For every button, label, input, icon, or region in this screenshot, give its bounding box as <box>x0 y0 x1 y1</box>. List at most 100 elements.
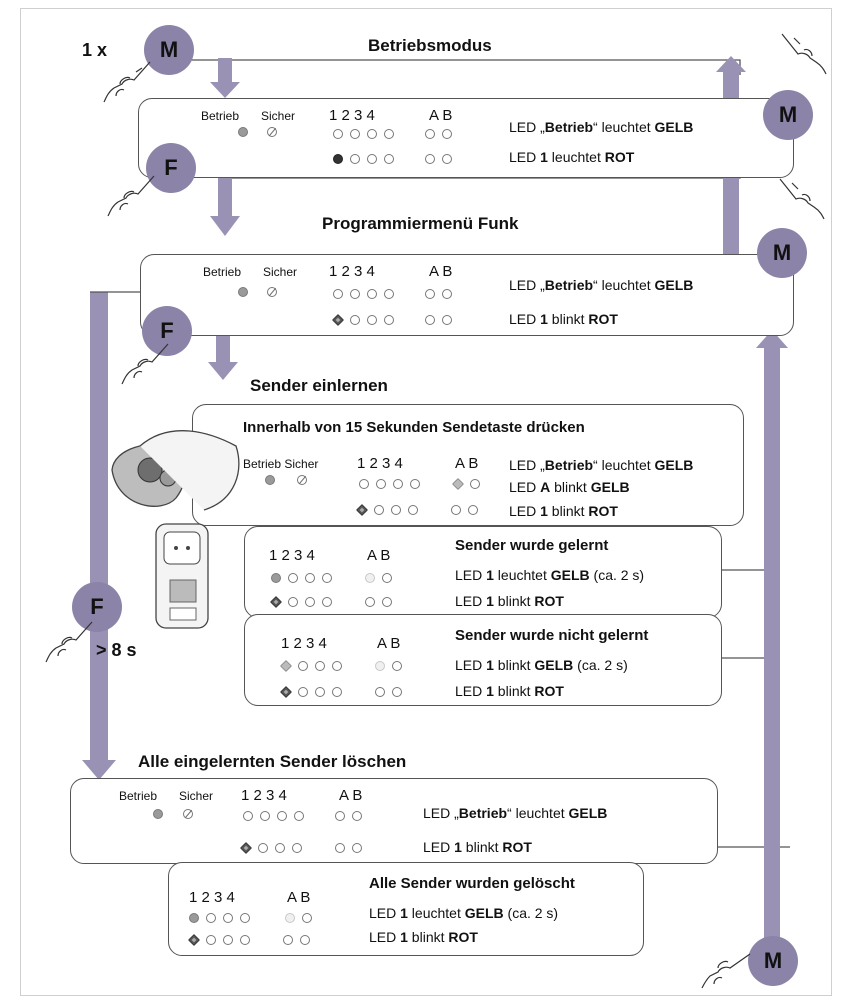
m-button-bottom[interactable]: M <box>748 936 798 986</box>
pointing-hand-icon <box>107 175 155 217</box>
f-button-2[interactable]: F <box>142 306 192 356</box>
led-betrieb <box>238 287 248 297</box>
m-button-right-1[interactable]: M <box>763 90 813 140</box>
led <box>305 573 315 583</box>
led <box>298 687 308 697</box>
led <box>275 843 285 853</box>
led <box>442 289 452 299</box>
led-ab: A B <box>429 263 453 280</box>
led <box>333 129 343 139</box>
label-betrieb: Betrieb <box>119 789 158 803</box>
desc-led1-leuchtet-rot: LED 1 leuchtet ROT <box>509 149 635 165</box>
led <box>384 289 394 299</box>
title-alle-loeschen: Alle eingelernten Sender löschen <box>138 752 407 771</box>
prefix-1x: 1 x <box>82 40 108 60</box>
led <box>332 687 342 697</box>
title-gelernt: Sender wurde gelernt <box>455 537 609 554</box>
label-betrieb: Betrieb <box>203 265 242 279</box>
f-button-1[interactable]: F <box>146 143 196 193</box>
title-sender-einlernen: Sender einlernen <box>250 376 388 395</box>
led <box>382 573 392 583</box>
pointing-hand-icon <box>121 343 169 385</box>
led <box>384 315 394 325</box>
label-sicher: Sicher <box>261 109 296 123</box>
led <box>288 573 298 583</box>
led <box>300 935 310 945</box>
label-sicher: Sicher <box>263 265 298 279</box>
led-blink <box>279 685 293 699</box>
box-programmiermenu: Betrieb Sicher 1 2 3 4 A B LED „Betrieb“… <box>140 254 794 336</box>
box-sender-nicht-gelernt: 1 2 3 4 A B Sender wurde nicht gelernt L… <box>244 614 722 706</box>
led <box>367 154 377 164</box>
m-button-top[interactable]: M <box>144 25 194 75</box>
led <box>260 811 270 821</box>
led <box>374 505 384 515</box>
led <box>365 597 375 607</box>
desc-betrieb-gelb: LED „Betrieb“ leuchtet GELB <box>509 457 694 473</box>
led <box>392 661 402 671</box>
led <box>335 843 345 853</box>
m-button-right-2[interactable]: M <box>757 228 807 278</box>
led <box>333 289 343 299</box>
led <box>408 505 418 515</box>
led-betrieb <box>153 809 163 819</box>
f-button-hold[interactable]: F <box>72 582 122 632</box>
led-digits: 1 2 3 4 <box>329 263 375 280</box>
led <box>302 913 312 923</box>
led <box>258 843 268 853</box>
led <box>322 573 332 583</box>
pointing-hand-icon <box>45 621 93 663</box>
led-ab: A B <box>287 889 311 906</box>
led-ab: A B <box>339 787 363 804</box>
led <box>367 289 377 299</box>
led-ab: A B <box>377 635 401 652</box>
hold-time-label: > 8 s <box>96 640 137 660</box>
desc-betrieb-gelb: LED „Betrieb“ leuchtet GELB <box>509 277 694 293</box>
led <box>332 661 342 671</box>
led <box>223 913 233 923</box>
led <box>335 811 345 821</box>
led-digits: 1 2 3 4 <box>269 547 315 564</box>
label-betrieb: Betrieb <box>201 109 240 123</box>
led-sicher <box>297 475 307 485</box>
led <box>283 935 293 945</box>
desc-led1-blinkt-gelb: LED 1 blinkt GELB (ca. 2 s) <box>455 657 628 673</box>
led-ab: A B <box>367 547 391 564</box>
led-digits: 1 2 3 4 <box>281 635 327 652</box>
led <box>393 479 403 489</box>
led-digits: 1 2 3 4 <box>189 889 235 906</box>
led <box>189 913 199 923</box>
led-sicher <box>267 127 277 137</box>
pointing-hand-icon <box>779 178 825 220</box>
led-blink <box>239 841 253 855</box>
led-digits: 1 2 3 4 <box>241 787 287 804</box>
box-sender-einlernen: Innerhalb von 15 Sekunden Sendetaste drü… <box>192 404 744 526</box>
led <box>425 154 435 164</box>
led <box>298 661 308 671</box>
led-digits: 1 2 3 4 <box>329 107 375 124</box>
led <box>442 129 452 139</box>
led <box>350 129 360 139</box>
led <box>315 661 325 671</box>
pointing-hand-icon <box>103 61 151 103</box>
led-digits: 1 2 3 4 <box>357 455 403 472</box>
desc-ledA-blinkt-gelb: LED A blinkt GELB <box>509 479 630 495</box>
led <box>376 479 386 489</box>
right-long-bar <box>764 345 780 945</box>
led <box>322 597 332 607</box>
led <box>410 479 420 489</box>
desc-betrieb-gelb: LED „Betrieb“ leuchtet GELB <box>509 119 694 135</box>
led <box>359 479 369 489</box>
led <box>367 129 377 139</box>
led <box>333 154 343 164</box>
diagram-frame <box>20 8 832 996</box>
led <box>243 811 253 821</box>
desc-led1-blinkt-rot: LED 1 blinkt ROT <box>455 593 564 609</box>
led <box>315 687 325 697</box>
led <box>451 505 461 515</box>
led <box>367 315 377 325</box>
desc-led1-blinkt-rot: LED 1 blinkt ROT <box>455 683 564 699</box>
led <box>350 289 360 299</box>
